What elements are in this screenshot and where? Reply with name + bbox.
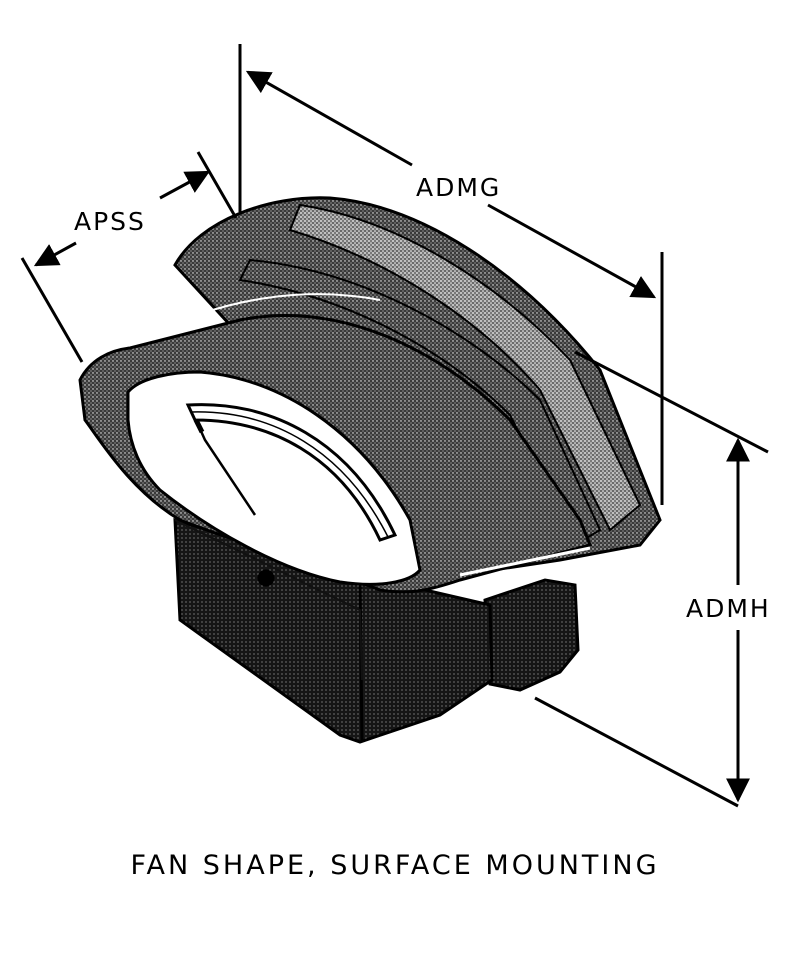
meter-body — [78, 196, 662, 744]
dimension-lines — [20, 44, 769, 808]
apss-extension-right — [196, 151, 238, 219]
admh-label: ADMH — [686, 594, 771, 623]
apss-dimension-line — [33, 241, 77, 267]
admh-extension-top — [574, 350, 769, 454]
admg-dimension-line — [245, 70, 413, 167]
zero-adjust-screw — [257, 569, 275, 587]
outer-ridge — [288, 203, 642, 532]
admg-dimension-line-right — [487, 203, 657, 299]
dial-scale-arc — [185, 403, 398, 542]
apss-dimension-line-right — [159, 170, 211, 200]
apss-label: APSS — [74, 207, 146, 236]
apss-extension-left — [20, 257, 84, 363]
admg-label: ADMG — [416, 173, 501, 202]
admh-extension-bottom — [534, 696, 739, 808]
figure-caption: FAN SHAPE, SURFACE MOUNTING — [130, 850, 660, 881]
rear-mount-block — [483, 578, 580, 692]
